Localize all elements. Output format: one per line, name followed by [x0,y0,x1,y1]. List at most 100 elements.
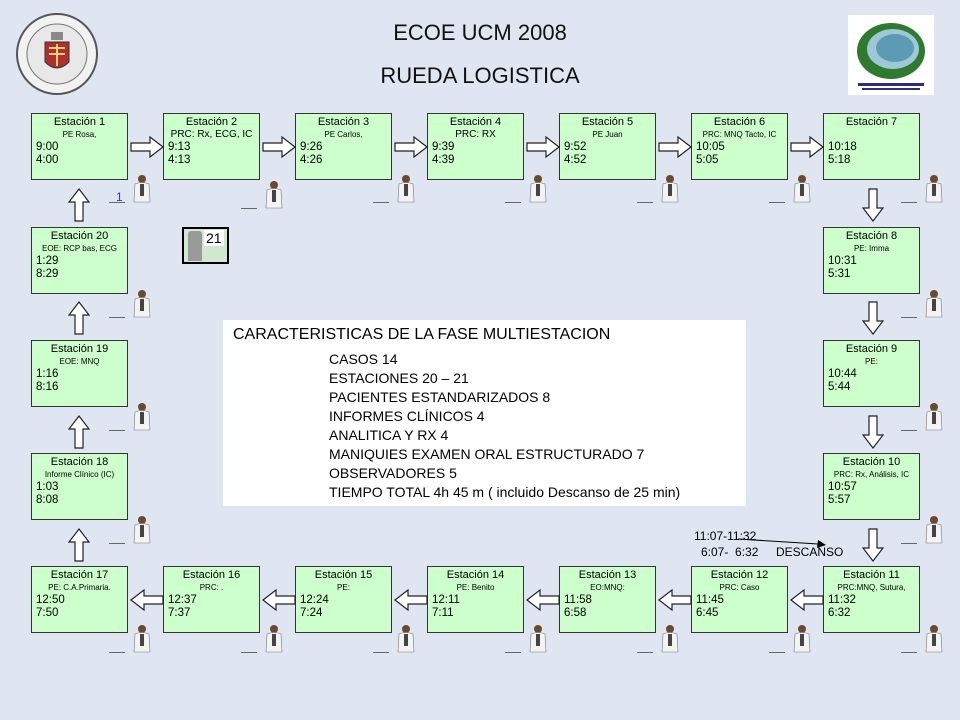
station-time-1: 12:24 [300,594,329,606]
station-time-2: 8:16 [36,381,59,393]
station-name: Estación 16 [182,569,241,581]
floor-line [769,652,785,653]
station-name: Estación 4 [449,116,502,128]
university-crest-logo [15,12,99,96]
person-icon [265,625,283,653]
station-description: PE: [337,583,350,592]
station-time-1: 1:03 [36,481,59,493]
feature-item: PACIENTES ESTANDARIZADOS 8 [329,389,551,405]
arrow-icon [262,136,296,158]
station-description: EOE: MNQ [59,357,100,366]
station-time-1: 10:57 [828,481,857,493]
station-time-2: 5:44 [828,381,851,393]
station-time-1: 9:39 [432,141,455,153]
station-time-2: 7:11 [432,607,454,619]
station-description: EOE: RCP bas, ECG [42,244,117,253]
station-time-2: 5:31 [828,268,851,280]
station-name: Estación 8 [845,230,898,242]
station-time-2: 4:13 [168,154,191,166]
station-time-1: 11:45 [696,594,724,606]
station-description [824,129,919,141]
person-icon [925,625,943,653]
station-time-1: 1:16 [36,368,59,380]
station-description: PE: Imma [853,244,890,253]
station-name: Estación 2 [185,116,238,128]
feature-item: MANIQUIES EXAMEN ORAL ESTRUCTURADO 7 [329,446,645,462]
arrow-icon [790,136,824,158]
station-description: Informe Clínico (IC) [44,470,115,479]
station-name: Estación 10 [842,456,901,468]
person-icon [265,181,283,209]
station-time-2: 4:00 [36,154,59,166]
arrow-icon [862,528,884,562]
arrow-icon [130,589,164,611]
person-icon [397,175,415,203]
station-time-1: 10:05 [696,141,725,153]
arrow-icon [68,188,90,222]
arrow-icon [658,589,692,611]
station-description: EO:MNQ: [590,583,625,592]
station-description: PE: Benito [456,583,495,592]
station-time-2: 5:18 [828,154,851,166]
station-time-1: 12:50 [36,594,65,606]
station-description: PE Carlos, [324,130,363,139]
station-time-2: 7:37 [168,607,191,619]
person-icon [793,625,811,653]
person-icon [925,403,943,431]
station-time-2: 4:52 [564,154,587,166]
station-time-2: 4:26 [300,154,323,166]
start-marker: 1 [116,190,123,204]
station-description: PRC: RX [455,129,496,140]
station-time-2: 8:29 [36,268,59,280]
arrow-icon [862,415,884,449]
person-icon [133,403,151,431]
arrow-icon [130,136,164,158]
person-icon [661,625,679,653]
feature-item: TIEMPO TOTAL 4h 45 m ( incluido Descanso… [329,484,681,500]
conference-logo [848,15,934,95]
floor-line [637,652,653,653]
floor-line [637,202,653,203]
station-time-1: 12:37 [168,594,197,606]
floor-line [505,652,521,653]
floor-line [373,202,389,203]
station-description: PRC: Caso [719,583,760,592]
page-title: ECOE UCM 2008 [393,20,567,45]
feature-item: CASOS 14 [329,351,398,367]
station-time-1: 10:18 [828,141,857,153]
feature-item: INFORMES CLÍNICOS 4 [329,408,485,424]
person-icon [529,175,547,203]
station-description: PE Rosa, [62,130,97,139]
person-icon [133,175,151,203]
station-name: Estación 18 [50,456,109,468]
person-icon [925,290,943,318]
floor-line [769,202,785,203]
station-time-2: 5:57 [828,494,851,506]
extra-station-label: 21 [204,230,224,246]
features-heading: CARACTERISTICAS DE LA FASE MULTIESTACION [233,326,611,343]
station-time-1: 9:52 [564,141,587,153]
floor-line [901,430,917,431]
station-description: PE Juan [592,130,623,139]
station-name: Estación 13 [578,569,637,581]
station-time-2: 6:45 [696,607,719,619]
arrow-icon [658,136,692,158]
station-time-2: 5:05 [696,154,719,166]
station-description: PRC:MNQ, Sutura, [837,583,906,592]
rest-label: DESCANSO [776,545,844,559]
station-time-1: 9:13 [168,141,191,153]
arrow-icon [526,136,560,158]
station-description: PE: [865,357,878,366]
person-icon [793,175,811,203]
